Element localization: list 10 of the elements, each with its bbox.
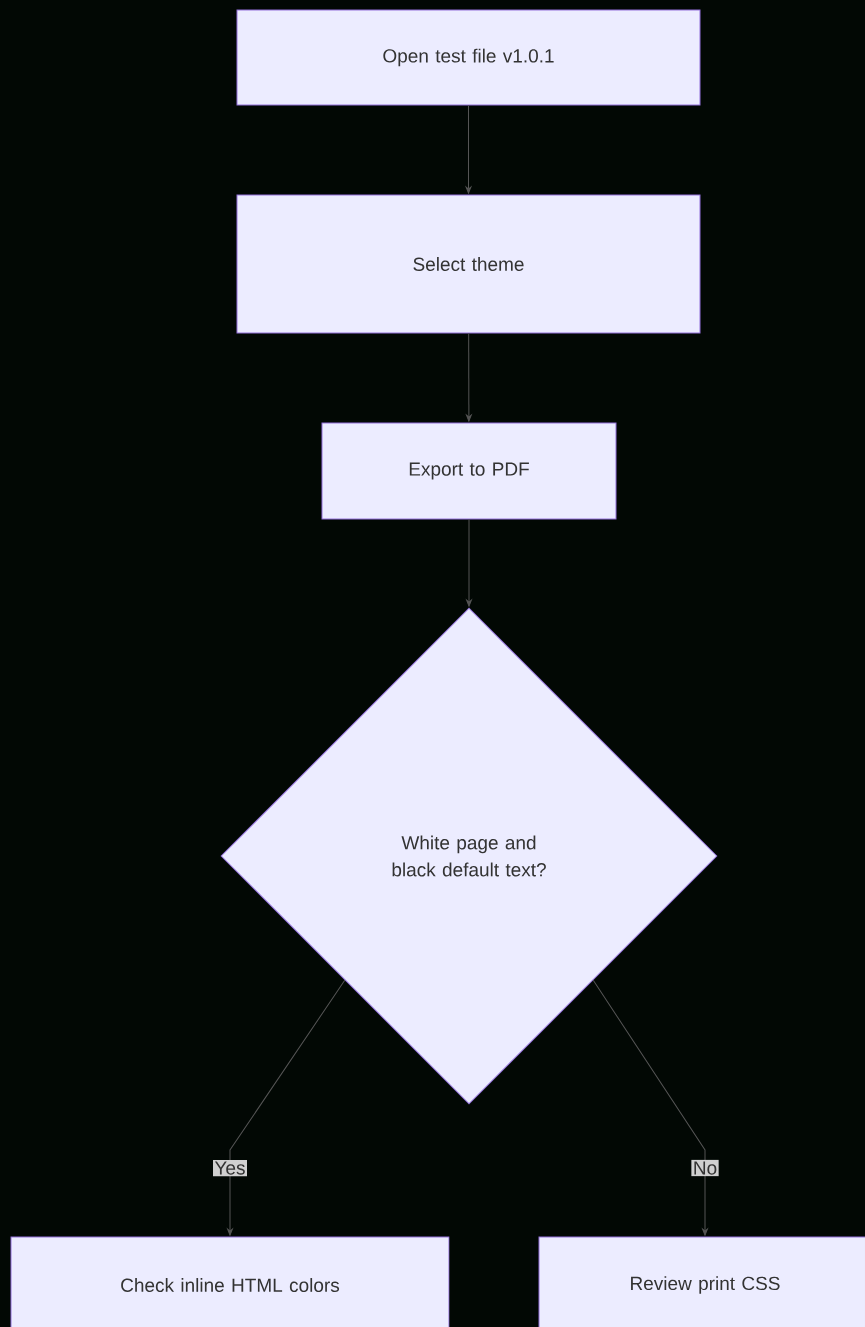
process-box: Check inline HTML colors — [10, 1236, 450, 1327]
arrow — [227, 979, 346, 1236]
process-box: Select theme — [236, 194, 701, 334]
arrow — [466, 519, 472, 607]
arrow — [592, 979, 708, 1236]
arrow — [466, 333, 472, 422]
process-box: Open test file v1.0.1 — [236, 9, 701, 106]
arrow — [465, 105, 472, 194]
process-box: Export to PDF — [321, 422, 617, 520]
process-box: Review print CSS — [538, 1236, 865, 1327]
